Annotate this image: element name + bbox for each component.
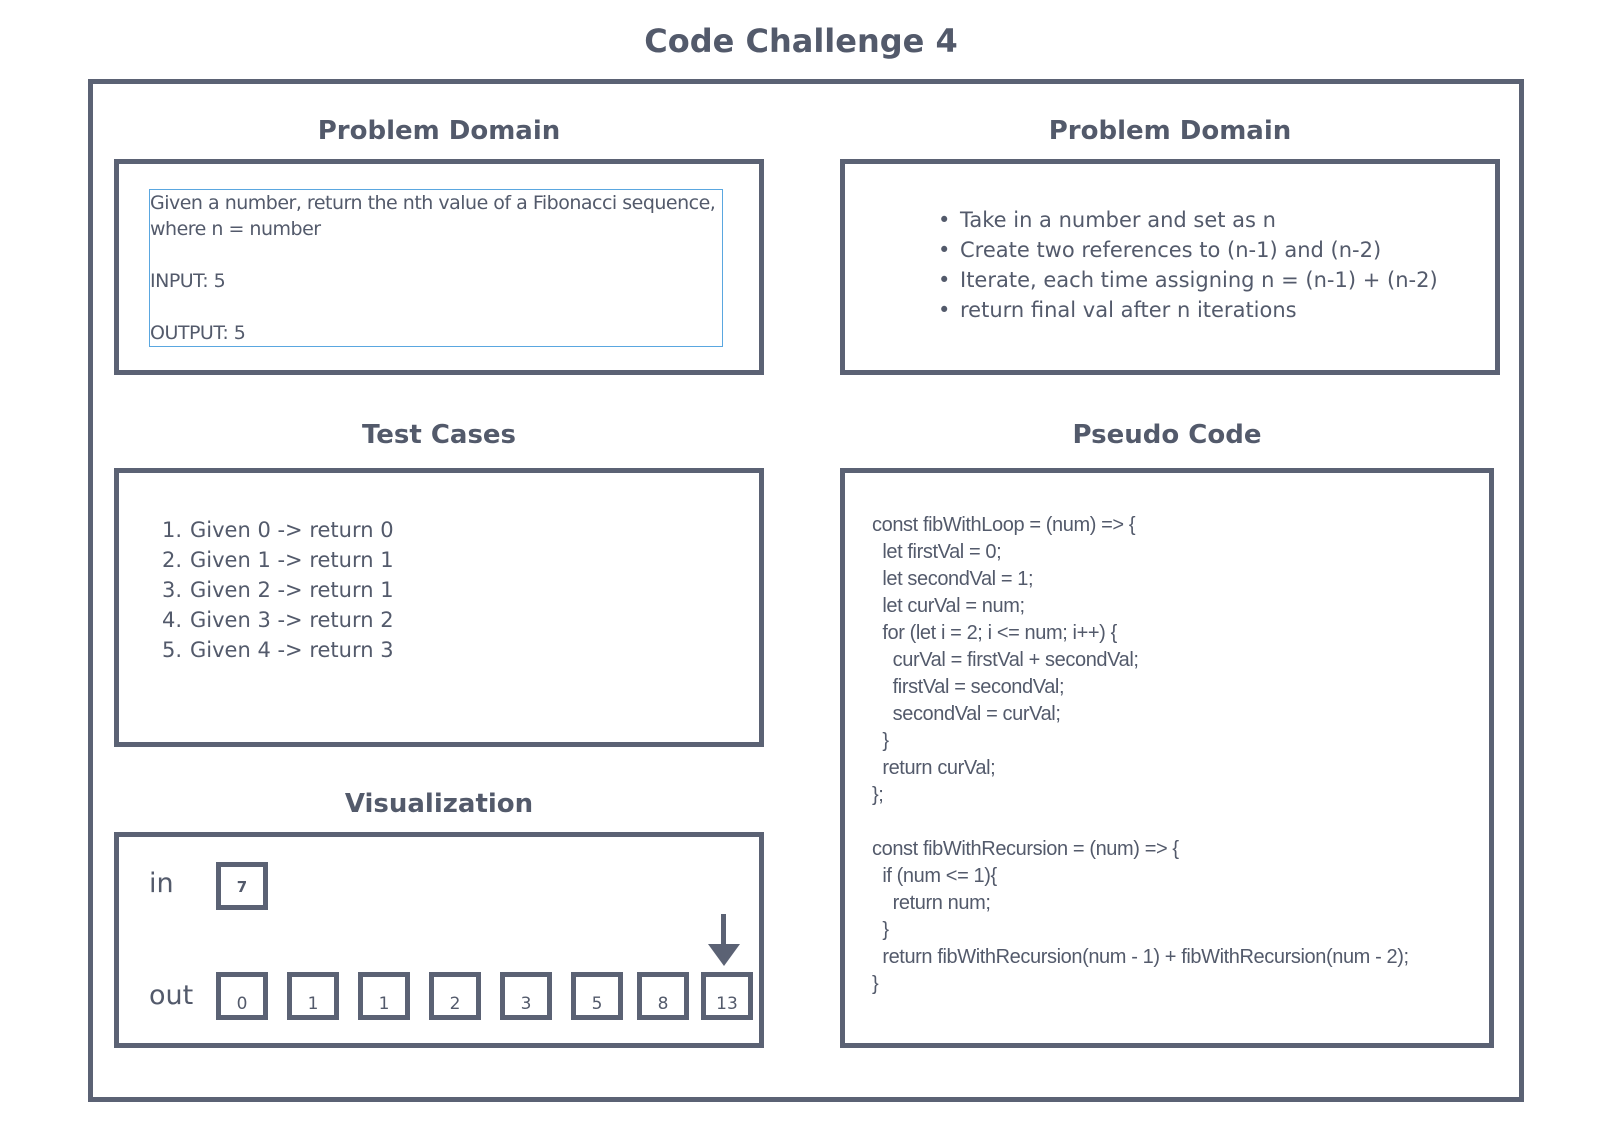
approach-list: Take in a number and set as n Create two… (938, 205, 1438, 325)
problem-domain-left-panel (114, 159, 764, 375)
output-box: 2 (429, 972, 481, 1020)
output-box: 3 (500, 972, 552, 1020)
output-box: 1 (287, 972, 339, 1020)
problem-description: Given a number, return the nth value of … (150, 192, 716, 240)
test-case-text: Given 4 -> return 3 (190, 638, 394, 662)
test-case-number: 4. (162, 608, 183, 632)
list-item: return final val after n iterations (938, 295, 1438, 325)
test-case-text: Given 3 -> return 2 (190, 608, 394, 632)
problem-domain-right-panel (840, 159, 1500, 375)
test-case-item: 5. Given 4 -> return 3 (162, 635, 394, 665)
test-case-number: 5. (162, 638, 183, 662)
test-case-item: 3. Given 2 -> return 1 (162, 575, 394, 605)
out-label: out (149, 980, 194, 1011)
test-case-list: 1. Given 0 -> return 0 2. Given 1 -> retur… (162, 515, 394, 665)
down-arrow-icon (708, 914, 740, 966)
pseudo-code-heading: Pseudo Code (1072, 420, 1262, 450)
output-box: 13 (701, 972, 753, 1020)
test-case-text: Given 2 -> return 1 (190, 578, 394, 602)
test-case-item: 2. Given 1 -> return 1 (162, 545, 394, 575)
pseudo-code-block: const fibWithLoop = (num) => { let first… (872, 514, 1409, 995)
list-item: Create two references to (n-1) and (n-2) (938, 235, 1438, 265)
problem-output: OUTPUT: 5 (150, 322, 246, 344)
in-label: in (149, 868, 174, 899)
test-case-number: 1. (162, 518, 183, 542)
problem-domain-right-heading: Problem Domain (1048, 116, 1292, 146)
problem-input: INPUT: 5 (150, 270, 226, 292)
test-case-text: Given 0 -> return 0 (190, 518, 394, 542)
test-case-number: 2. (162, 548, 183, 572)
output-box: 5 (571, 972, 623, 1020)
input-box: 7 (216, 862, 268, 910)
test-cases-heading: Test Cases (361, 420, 517, 450)
test-case-text: Given 1 -> return 1 (190, 548, 394, 572)
output-box: 0 (216, 972, 268, 1020)
problem-description-textbox[interactable]: Given a number, return the nth value of … (149, 189, 723, 347)
output-box: 8 (637, 972, 689, 1020)
test-case-item: 4. Given 3 -> return 2 (162, 605, 394, 635)
problem-domain-left-heading: Problem Domain (317, 116, 561, 146)
pseudo-code-panel (840, 468, 1494, 1048)
output-box: 1 (358, 972, 410, 1020)
test-case-number: 3. (162, 578, 183, 602)
list-item: Iterate, each time assigning n = (n-1) +… (938, 265, 1438, 295)
page-title: Code Challenge 4 (644, 22, 958, 60)
visualization-panel (114, 832, 764, 1048)
outer-frame (88, 79, 1524, 1102)
test-cases-panel (114, 468, 764, 747)
test-case-item: 1. Given 0 -> return 0 (162, 515, 394, 545)
list-item: Take in a number and set as n (938, 205, 1438, 235)
visualization-heading: Visualization (344, 789, 534, 819)
